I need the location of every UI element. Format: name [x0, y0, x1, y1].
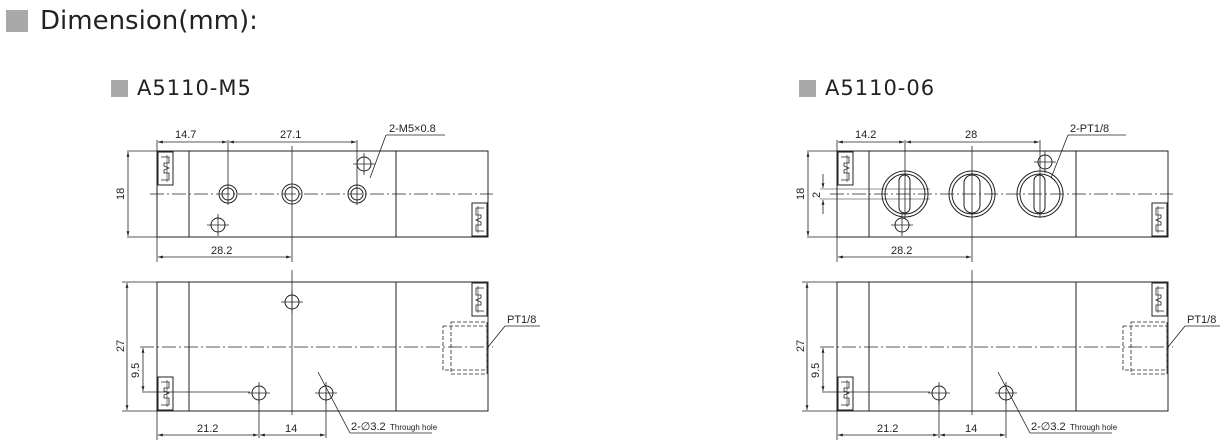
dim-14-7: 14.7	[175, 129, 196, 141]
hole-note: Through hole	[1070, 423, 1118, 432]
thread-label: 2-M5×0.8	[389, 123, 436, 135]
page-title: Dimension(mm):	[40, 6, 258, 36]
dim-9-5: 9.5	[130, 363, 142, 378]
dim-9-5: 9.5	[810, 363, 822, 378]
dim-2: 2	[811, 192, 823, 198]
dim-28-2: 28.2	[891, 245, 912, 257]
model-heading-left: A5110-M5	[111, 76, 252, 100]
hole-note: Through hole	[390, 423, 438, 432]
dim-28: 28	[965, 129, 977, 141]
model-title: A5110-06	[825, 76, 936, 100]
model-title: A5110-M5	[137, 76, 252, 100]
left-top-view	[126, 134, 493, 262]
dim-21-2: 21.2	[877, 423, 898, 435]
dim-27: 27	[795, 340, 807, 352]
dim-18: 18	[115, 188, 127, 200]
dim-28-2: 28.2	[211, 245, 232, 257]
left-bottom-view	[122, 270, 540, 440]
right-bottom-view	[802, 270, 1220, 440]
dim-27: 27	[115, 340, 127, 352]
side-port-label: PT1/8	[1187, 314, 1216, 326]
hole-label: 2-∅3.2	[1031, 421, 1066, 433]
dim-14: 14	[285, 423, 297, 435]
hole-label: 2-∅3.2	[351, 421, 386, 433]
dim-14-2: 14.2	[855, 129, 876, 141]
dim-14: 14	[965, 423, 977, 435]
dim-18: 18	[795, 188, 807, 200]
thread-label: 2-PT1/8	[1070, 123, 1109, 135]
model-heading-right: A5110-06	[799, 76, 935, 100]
heading-square-icon	[6, 10, 28, 32]
page-heading: Dimension(mm):	[6, 6, 258, 36]
heading-square-icon	[111, 79, 128, 97]
side-port-label: PT1/8	[507, 314, 536, 326]
right-top-view	[806, 134, 1173, 262]
dim-27-1: 27.1	[280, 129, 301, 141]
dim-21-2: 21.2	[197, 423, 218, 435]
heading-square-icon	[799, 79, 816, 97]
